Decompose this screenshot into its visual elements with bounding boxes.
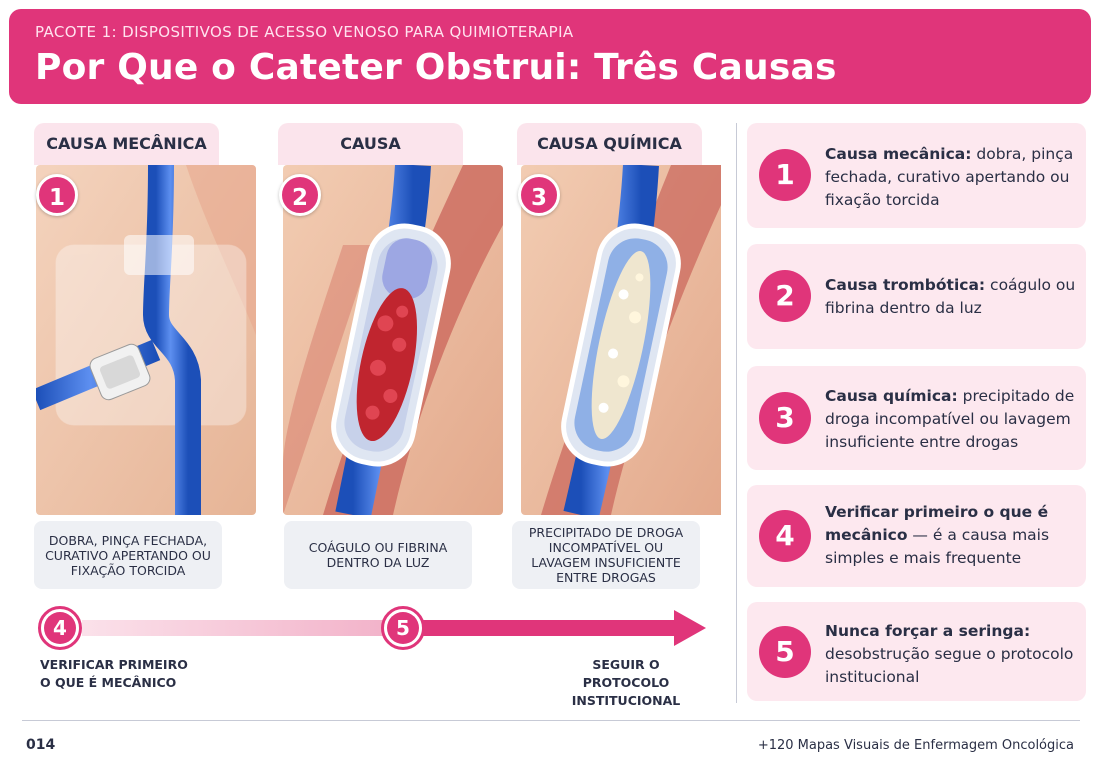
card-body-text: desobstrução segue o protocolo instituci… bbox=[825, 645, 1074, 686]
footer-divider bbox=[22, 720, 1080, 721]
flow-line-gradient bbox=[82, 620, 392, 636]
mechanical-cause-illustration bbox=[36, 165, 256, 515]
summary-card: 2 Causa trombótica: coágulo ou fibrina d… bbox=[747, 244, 1086, 349]
column-divider bbox=[736, 123, 737, 703]
card-text: Causa trombótica: coágulo ou fibrina den… bbox=[825, 274, 1077, 320]
card-text: Verificar primeiro o que é mecânico — é … bbox=[825, 501, 1077, 570]
series-title: +120 Mapas Visuais de Enfermagem Oncológ… bbox=[757, 738, 1074, 753]
flow-step-label: SEGUIR O PROTOCOLO INSTITUCIONAL bbox=[555, 656, 697, 710]
summary-card: 1 Causa mecânica: dobra, pinça fechada, … bbox=[747, 123, 1086, 228]
flow-step-number: 5 bbox=[387, 612, 419, 644]
card-text: Causa química: precipitado de droga inco… bbox=[825, 385, 1077, 454]
card-bold-text: Causa química: bbox=[825, 387, 958, 405]
card-number-badge: 1 bbox=[759, 149, 811, 201]
summary-card: 3 Causa química: precipitado de droga in… bbox=[747, 366, 1086, 470]
flow-step-number: 4 bbox=[44, 612, 76, 644]
card-body-text: coágulo ou fibrina dentro da luz bbox=[825, 276, 1076, 317]
card-text: Causa mecânica: dobra, pinça fechada, cu… bbox=[825, 143, 1077, 212]
card-number-badge: 3 bbox=[759, 392, 811, 444]
card-bold-text: Causa mecânica: bbox=[825, 145, 972, 163]
panel-caption-thrombotic: COÁGULO OU FIBRINA DENTRO DA LUZ bbox=[284, 521, 472, 589]
summary-card: 5 Nunca forçar a seringa: desobstrução s… bbox=[747, 602, 1086, 701]
panel-heading-mechanical: CAUSA MECÂNICA bbox=[34, 123, 219, 165]
page-title: Por Que o Cateter Obstrui: Três Causas bbox=[35, 47, 837, 88]
card-number-badge: 5 bbox=[759, 626, 811, 678]
flow-step-badge: 5 bbox=[381, 606, 425, 650]
chemical-cause-illustration bbox=[521, 165, 741, 515]
card-number-badge: 2 bbox=[759, 270, 811, 322]
summary-card: 4 Verificar primeiro o que é mecânico — … bbox=[747, 485, 1086, 587]
card-bold-text: Nunca forçar a seringa: bbox=[825, 622, 1031, 640]
flow-label-line: VERIFICAR PRIMEIRO bbox=[40, 657, 188, 672]
panel-heading-thrombotic: CAUSA TROMBÓTICA bbox=[278, 123, 463, 195]
card-bold-text: Causa trombótica: bbox=[825, 276, 986, 294]
page-number: 014 bbox=[26, 737, 56, 753]
flow-label-line: SEGUIR O PROTOCOLO bbox=[582, 657, 670, 690]
panel-number-badge: 3 bbox=[518, 174, 560, 216]
flow-line-solid bbox=[420, 620, 676, 636]
card-body-text: dobra, pinça fechada, curativo apertando… bbox=[825, 145, 1074, 209]
card-body-text: precipitado de droga incompatível ou lav… bbox=[825, 387, 1075, 451]
panel-heading-chemical: CAUSA QUÍMICA bbox=[517, 123, 702, 165]
flow-arrow-head bbox=[674, 610, 706, 646]
flow-step-label: VERIFICAR PRIMEIRO O QUE É MECÂNICO bbox=[40, 656, 188, 692]
card-text: Nunca forçar a seringa: desobstrução seg… bbox=[825, 620, 1077, 689]
panel-caption-chemical: PRECIPITADO DE DROGA INCOMPATÍVEL OU LAV… bbox=[512, 521, 700, 589]
flow-step-badge: 4 bbox=[38, 606, 82, 650]
flow-label-line: O QUE É MECÂNICO bbox=[40, 675, 177, 690]
header-supertitle: PACOTE 1: DISPOSITIVOS DE ACESSO VENOSO … bbox=[35, 23, 574, 41]
card-body-text: — é a causa mais simples e mais frequent… bbox=[825, 526, 1050, 567]
panel-caption-mechanical: DOBRA, PINÇA FECHADA, CURATIVO APERTANDO… bbox=[34, 521, 222, 589]
card-bold-text: Verificar primeiro o que é mecânico bbox=[825, 503, 1049, 544]
thrombotic-cause-illustration bbox=[283, 165, 503, 515]
panel-number-badge: 1 bbox=[36, 174, 78, 216]
flow-label-line: INSTITUCIONAL bbox=[571, 693, 681, 708]
header-banner: PACOTE 1: DISPOSITIVOS DE ACESSO VENOSO … bbox=[9, 9, 1091, 104]
card-number-badge: 4 bbox=[759, 510, 811, 562]
panel-number-badge: 2 bbox=[279, 174, 321, 216]
